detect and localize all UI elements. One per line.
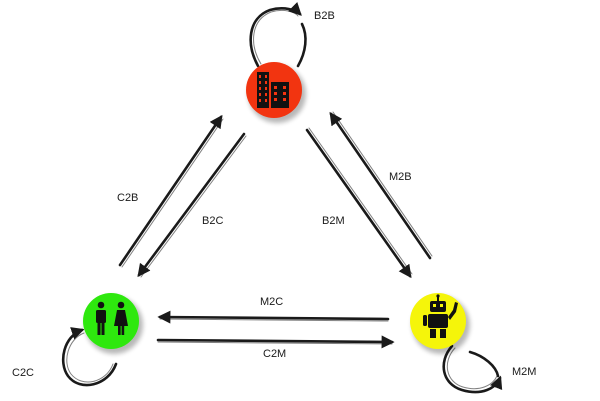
c2c-label: C2C — [12, 367, 34, 379]
m2b-arrow — [329, 111, 433, 260]
c2m-arrow — [156, 335, 395, 349]
machine-node — [410, 293, 470, 354]
b2m-arrow — [305, 127, 413, 279]
b2m-label: B2M — [322, 215, 345, 227]
consumer-node — [83, 293, 143, 354]
c2b-label: C2B — [117, 192, 138, 204]
b2c-arrow — [137, 132, 247, 278]
m2c-arrow — [157, 310, 390, 324]
b2b-label: B2B — [314, 10, 335, 22]
m2m-label: M2M — [512, 366, 536, 378]
c2m-label: C2M — [263, 348, 286, 360]
m2c-label: M2C — [260, 296, 283, 308]
b2b-self-loop — [249, 2, 307, 68]
c2c-self-loop — [61, 327, 118, 387]
m2m-self-loop — [442, 344, 503, 394]
b2c-label: B2C — [202, 215, 223, 227]
office-buildings-icon — [257, 72, 289, 108]
c2b-arrow — [118, 114, 224, 268]
m2b-label: M2B — [389, 171, 412, 183]
robot-icon — [423, 294, 458, 338]
man-woman-icon — [96, 301, 128, 335]
business-node — [246, 62, 306, 123]
